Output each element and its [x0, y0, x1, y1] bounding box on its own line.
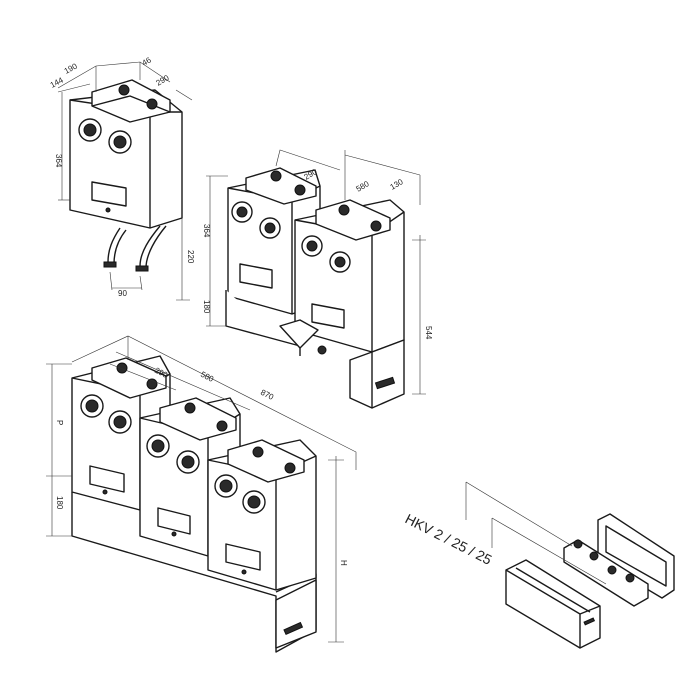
dim-180-bottom: 180: [55, 496, 64, 510]
dim-290-top: 290: [155, 73, 172, 88]
dim-364-mid: 364: [202, 224, 211, 238]
dim-580-bottom: 580: [199, 370, 215, 384]
dim-H: H: [339, 560, 348, 566]
triple-pump-module: [46, 335, 357, 653]
triple-module-dimensions: 290 580 870 P 180 H: [55, 366, 348, 566]
dim-870: 870: [259, 388, 275, 402]
product-label-hkv: HKV 2 / 25 / 25: [403, 510, 495, 567]
dim-544: 544: [424, 326, 433, 340]
dim-144: 144: [49, 75, 65, 89]
single-pump-module: [57, 61, 193, 301]
dim-130: 130: [389, 177, 406, 192]
dim-220: 220: [186, 250, 195, 264]
dim-364-top: 364: [54, 154, 63, 168]
dim-46: 46: [141, 55, 154, 68]
dim-180-mid: 180: [202, 300, 211, 314]
dim-P: P: [55, 420, 64, 425]
dim-90: 90: [118, 289, 127, 298]
dim-580-mid: 580: [355, 179, 372, 194]
dim-190: 190: [63, 61, 79, 75]
hkv-distributor: [465, 481, 675, 649]
hkv-label-group: HKV 2 / 25 / 25: [403, 510, 495, 567]
double-pump-module: [206, 149, 426, 409]
